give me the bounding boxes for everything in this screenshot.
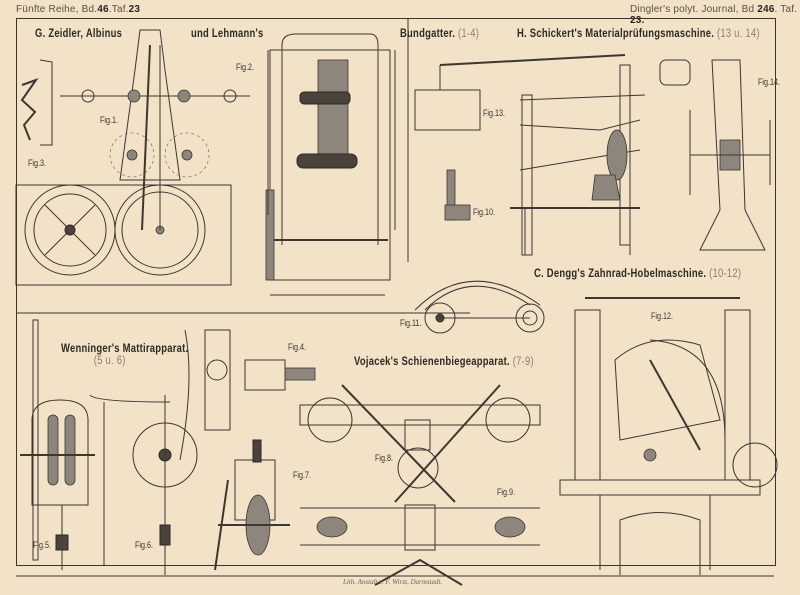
fig14-testing-machine-end-drawing (689, 59, 771, 251)
fig-label-8: Fig.8. (375, 453, 394, 463)
fig-label-10: Fig.10. (473, 207, 496, 217)
title-zeidler: G. Zeidler, Albinus (35, 28, 123, 40)
fig6-matting-apparatus-drawing (89, 329, 198, 575)
fig10-detail-drawing (444, 169, 471, 221)
title-wenninger: Wenninger's Mattirapparat.(5 u. 6) (61, 343, 189, 367)
lithographer-imprint: Lith. Anstalt v. F. Wirtz, Darmstadt. (343, 578, 443, 586)
fig12-gear-planing-machine-drawing (559, 297, 778, 575)
fig11-drive-drawing (414, 280, 545, 334)
title-lehmann: und Lehmann's (191, 28, 264, 40)
figure-range: (5 u. 6) (93, 355, 126, 367)
fig9-rail-bender-plan-drawing (300, 504, 540, 586)
fig8-rail-bender-top-drawing (299, 384, 541, 503)
fig-label-5: Fig.5. (33, 540, 52, 550)
figure-range: (7-9) (512, 356, 534, 368)
fig5-matting-apparatus-drawing (20, 319, 95, 570)
fig-label-9: Fig.9. (497, 487, 516, 497)
fig1-gang-saw-drawing (15, 29, 250, 286)
title-schickert: H. Schickert's Materialprüfungsmaschine.… (517, 28, 760, 40)
fig-label-14: Fig.14. (758, 77, 781, 87)
fig-label-12: Fig.12. (651, 311, 674, 321)
volume-number: 46 (97, 4, 109, 15)
header-right: Dingler's polyt. Journal, Bd 246. Taf. 2… (630, 4, 800, 26)
title-dengg: C. Dengg's Zahnrad-Hobelmaschine. (10-12… (534, 268, 742, 280)
series-label: Fünfte Reihe, Bd. (16, 4, 98, 15)
header-left: Fünfte Reihe, Bd.46.Taf.23 (16, 4, 140, 15)
fig2-gang-saw-side-drawing (265, 33, 396, 296)
journal-label: Dingler's polyt. Journal, Bd (630, 4, 755, 15)
figure-range: (13 u. 14) (716, 28, 760, 40)
fig-label-3: Fig.3. (28, 158, 47, 168)
plate-number: 23 (128, 4, 141, 15)
fig-label-7: Fig.7. (293, 470, 312, 480)
title-bundgatter: Bundgatter. (1-4) (400, 28, 480, 40)
fig-label-6: Fig.6. (135, 540, 154, 550)
fig13-testing-machine-drawing (414, 54, 691, 256)
fig7-rail-bender-side-drawing (214, 439, 290, 571)
journal-plate-prefix: . Taf. (774, 4, 798, 15)
fig-label-1: Fig.1. (100, 115, 119, 125)
fig-label-11: Fig.11. (400, 318, 422, 328)
fig-label-2: Fig.2. (236, 62, 255, 72)
figure-range: (10-12) (709, 268, 742, 280)
figure-range: (1-4) (457, 28, 480, 40)
journal-plate-number: 23. (630, 15, 645, 26)
fig-label-4: Fig.4. (288, 342, 307, 352)
fig-label-13: Fig.13. (483, 108, 506, 118)
fig3-saw-tooth-drawing (20, 59, 53, 146)
fig4-detail-drawing (204, 329, 316, 431)
title-vojacek: Vojacek's Schienenbiegeapparat. (7-9) (354, 356, 534, 368)
plate-prefix: .Taf. (108, 4, 129, 15)
plate-frame (16, 18, 776, 566)
journal-volume: 246 (757, 4, 775, 15)
